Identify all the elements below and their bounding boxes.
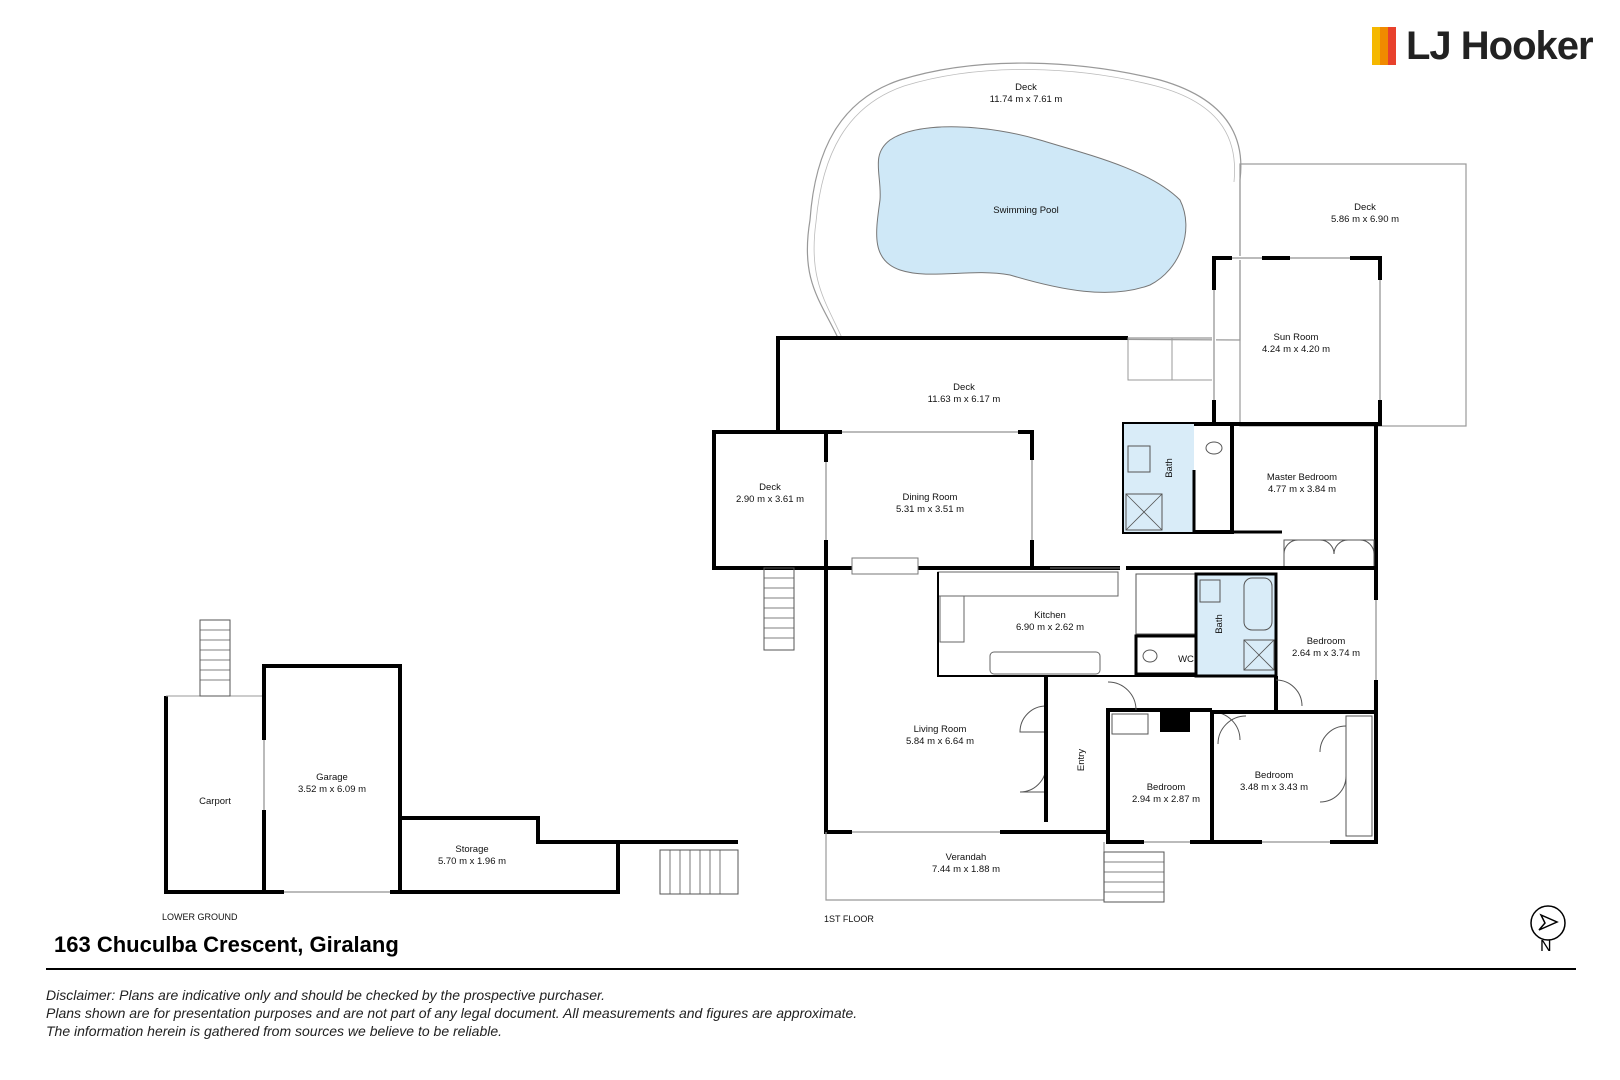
north-label: N xyxy=(1540,938,1552,955)
lower-ground-label: LOWER GROUND xyxy=(162,912,238,922)
pool-deck-outline xyxy=(806,62,1242,341)
verandah-label: Verandah xyxy=(946,852,987,863)
west-deck-stairs xyxy=(763,567,795,651)
deck-pool-label: Deck xyxy=(1015,82,1037,93)
wc-label: WC xyxy=(1178,654,1194,665)
dining-dims: 5.31 m x 3.51 m xyxy=(896,504,964,515)
living-dims: 5.84 m x 6.64 m xyxy=(906,736,974,747)
pool-label: Swimming Pool xyxy=(993,205,1058,216)
deck-east-dims: 5.86 m x 6.90 m xyxy=(1331,214,1399,225)
master-bedroom-walls xyxy=(1126,422,1378,570)
carport-label: Carport xyxy=(199,796,231,807)
bedroom-east-label: Bedroom xyxy=(1307,636,1346,647)
divider xyxy=(46,968,1576,970)
bedroom-se-dims: 3.48 m x 3.43 m xyxy=(1240,782,1308,793)
disclaimer-lead: Disclaimer: xyxy=(46,987,116,1003)
pool-deck-inner xyxy=(813,69,1235,339)
storage-walls xyxy=(400,816,620,894)
garage-dims: 3.52 m x 6.09 m xyxy=(298,784,366,795)
property-address: 163 Chuculba Crescent, Giralang xyxy=(54,932,399,957)
logo-bars-icon xyxy=(1372,27,1396,65)
disclaimer-text: Disclaimer: Plans are indicative only an… xyxy=(46,986,857,1040)
sun-room-dims: 4.24 m x 4.20 m xyxy=(1262,344,1330,355)
carport-outline xyxy=(164,696,266,894)
swimming-pool xyxy=(876,126,1187,293)
north-arrow-icon xyxy=(1530,905,1566,941)
storage-label: Storage xyxy=(455,844,488,855)
main-deck-wall xyxy=(776,336,1128,432)
deck-main-label: Deck xyxy=(953,382,975,393)
bedroom-east-dims: 2.64 m x 3.74 m xyxy=(1292,648,1360,659)
disclaimer-line-1: Plans are indicative only and should be … xyxy=(115,987,606,1003)
deck-main-dims: 11.63 m x 6.17 m xyxy=(928,394,1001,405)
kitchen-label: Kitchen xyxy=(1034,610,1066,621)
disclaimer-line-3: The information herein is gathered from … xyxy=(46,1023,503,1039)
bath-master-label: Bath xyxy=(1164,458,1175,478)
deck-pool-dims: 11.74 m x 7.61 m xyxy=(990,94,1063,105)
deck-east-label: Deck xyxy=(1354,202,1376,213)
bedroom-mid-dims: 2.94 m x 2.87 m xyxy=(1132,794,1200,805)
storage-dims: 5.70 m x 1.96 m xyxy=(438,856,506,867)
bedroom-mid-label: Bedroom xyxy=(1147,782,1186,793)
carport-stairs xyxy=(199,619,231,697)
living-label: Living Room xyxy=(914,724,967,735)
bedroom-se-label: Bedroom xyxy=(1255,770,1294,781)
lj-hooker-logo: LJ Hooker xyxy=(1372,20,1594,72)
kitchen-dims: 6.90 m x 2.62 m xyxy=(1016,622,1084,633)
floor-plan-drawing: Deck 11.74 m x 7.61 m Swimming Pool Deck… xyxy=(162,62,1467,924)
bath2-label: Bath xyxy=(1214,614,1225,634)
first-floor-label: 1ST FLOOR xyxy=(824,914,874,924)
east-deck-outline xyxy=(1239,163,1467,427)
brand-name: LJ Hooker xyxy=(1406,23,1594,68)
master-bedroom-label: Master Bedroom xyxy=(1267,472,1337,483)
disclaimer-line-2: Plans shown are for presentation purpose… xyxy=(46,1005,858,1021)
dining-label: Dining Room xyxy=(903,492,958,503)
deck-west-dims: 2.90 m x 3.61 m xyxy=(736,494,804,505)
master-bedroom-dims: 4.77 m x 3.84 m xyxy=(1268,484,1336,495)
sun-room-label: Sun Room xyxy=(1274,332,1319,343)
deck-west-label: Deck xyxy=(759,482,781,493)
bedroom-se-walls xyxy=(1212,710,1378,844)
verandah-dims: 7.44 m x 1.88 m xyxy=(932,864,1000,875)
garage-label: Garage xyxy=(316,772,348,783)
entry-label: Entry xyxy=(1076,749,1087,771)
